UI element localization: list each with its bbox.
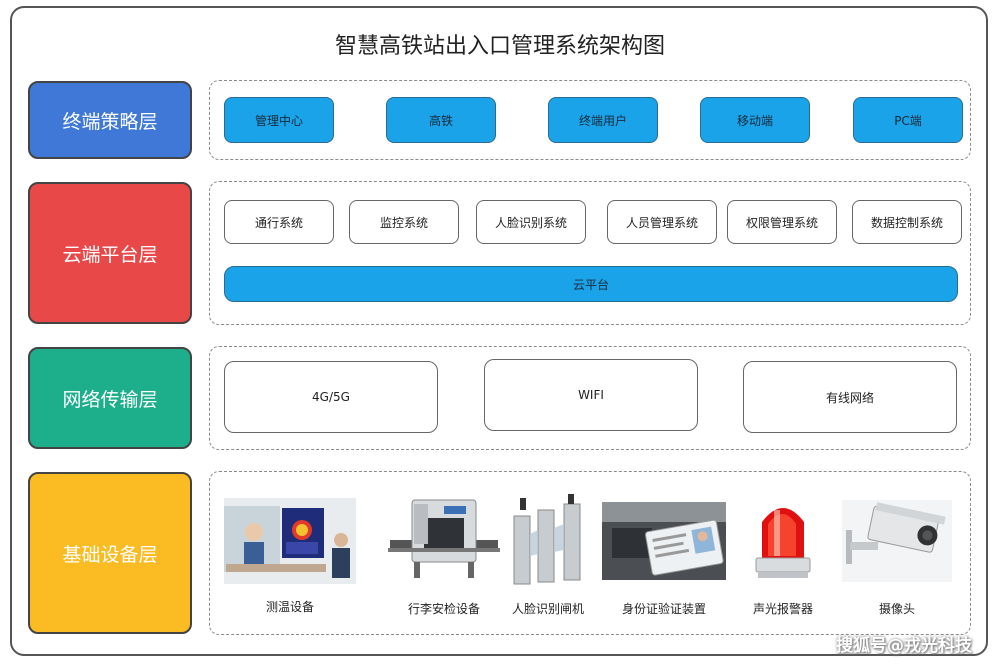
xray-scanner-icon: [384, 496, 504, 584]
node-face-recognition-system: 人脸识别系统: [476, 200, 586, 244]
device-name: 测温设备: [265, 600, 314, 614]
device-camera: 摄像头: [842, 500, 952, 624]
node-wired-network: 有线网络: [743, 361, 957, 433]
node-terminal-user: 终端用户: [548, 97, 658, 143]
panel-strategy: 管理中心 高铁 终端用户 移动端 PC端: [209, 80, 971, 160]
layer-label-network: 网络传输层: [28, 347, 192, 449]
device-luggage-scanner: 行李安检设备: [384, 496, 504, 624]
turnstile-gate-icon: [508, 494, 588, 586]
node-access-system: 通行系统: [224, 200, 334, 244]
node-pc: PC端: [853, 97, 963, 143]
device-name: 声光报警器: [752, 602, 813, 616]
layer-label-strategy: 终端策略层: [28, 81, 192, 159]
panel-device: 测温设备 行李安检设备 人脸识别闸机: [209, 471, 971, 635]
device-id-verifier: 身份证验证装置: [602, 502, 726, 626]
node-mobile: 移动端: [700, 97, 810, 143]
node-monitor-system: 监控系统: [349, 200, 459, 244]
watermark: 搜狐号@戎光科技: [836, 636, 972, 656]
alarm-light-icon: [748, 498, 818, 582]
thermal-screen-icon: [224, 498, 356, 584]
node-cloud-platform: 云平台: [224, 266, 958, 302]
node-high-speed-rail: 高铁: [386, 97, 496, 143]
device-name: 身份证验证装置: [621, 602, 706, 616]
node-personnel-system: 人员管理系统: [607, 200, 717, 244]
panel-cloud: 通行系统 监控系统 人脸识别系统 人员管理系统 权限管理系统 数据控制系统 云平…: [209, 181, 971, 325]
device-alarm-light: 声光报警器: [748, 498, 818, 624]
node-permission-system: 权限管理系统: [727, 200, 837, 244]
device-name: 行李安检设备: [407, 602, 480, 616]
device-name: 摄像头: [878, 602, 915, 616]
device-face-gate: 人脸识别闸机: [508, 494, 588, 622]
device-name: 人脸识别闸机: [511, 602, 584, 616]
node-management-center: 管理中心: [224, 97, 334, 143]
panel-network: 4G/5G WIFI 有线网络: [209, 346, 971, 450]
camera-icon: [842, 500, 952, 582]
id-card-reader-icon: [602, 502, 726, 580]
node-4g5g: 4G/5G: [224, 361, 438, 433]
diagram-frame: [10, 6, 988, 656]
node-data-control-system: 数据控制系统: [852, 200, 962, 244]
device-thermal-screening: 测温设备: [224, 498, 356, 626]
node-wifi: WIFI: [484, 359, 698, 431]
diagram-title: 智慧高铁站出入口管理系统架构图: [334, 34, 665, 59]
layer-label-cloud: 云端平台层: [28, 182, 192, 324]
layer-label-device: 基础设备层: [28, 472, 192, 634]
